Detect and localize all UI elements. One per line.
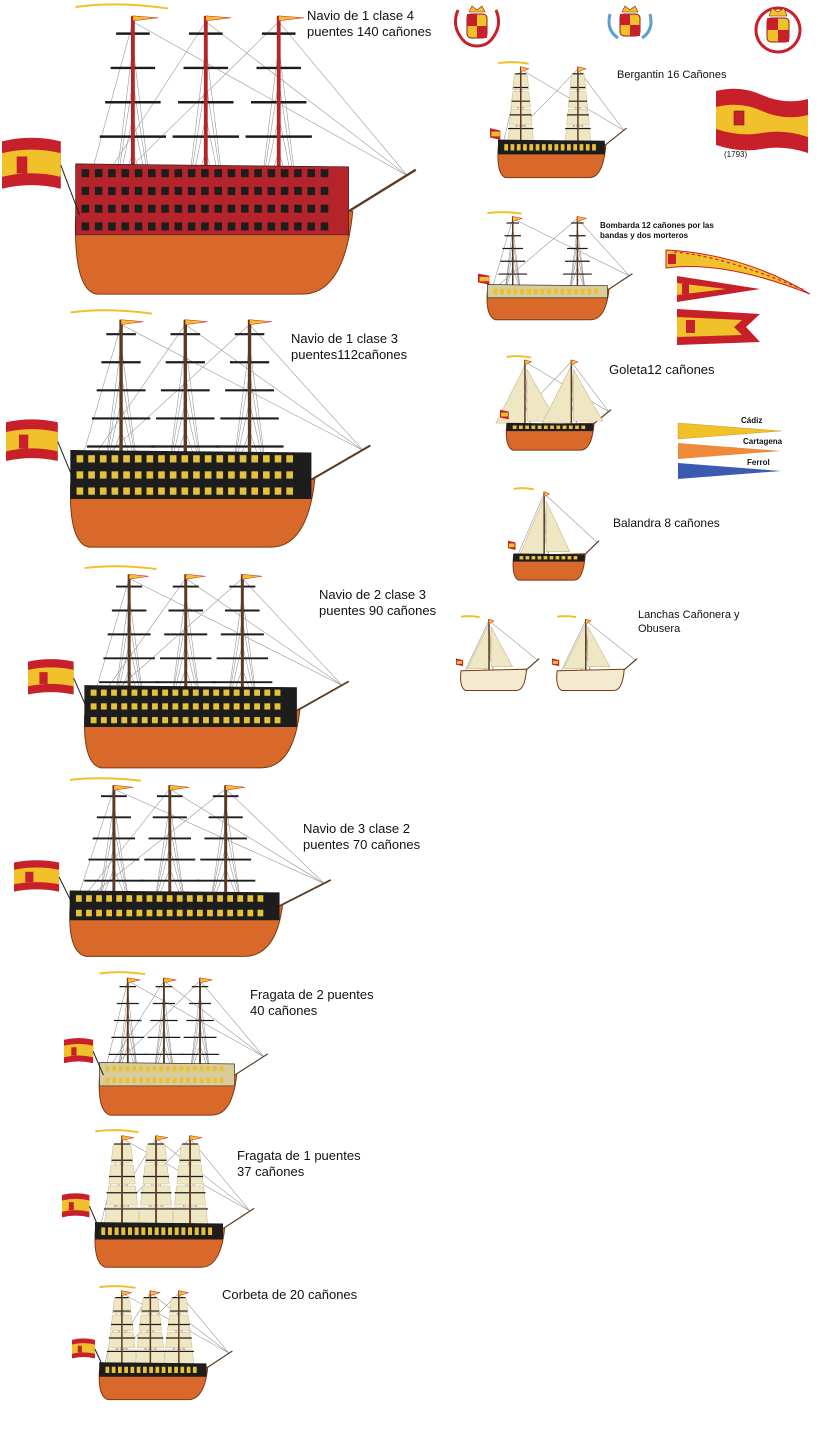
ship-icon-goleta — [495, 355, 612, 451]
spanish-flag-icon — [14, 860, 60, 892]
pennant-label-cadiz: Cádiz — [741, 416, 763, 425]
ship-icon-lanchas-2 — [552, 615, 638, 691]
ship-icon-lanchas-1 — [456, 615, 540, 691]
pennant-label-cartagena: Cartagena — [743, 437, 783, 446]
spanish-flag-icon — [64, 1037, 94, 1064]
ship-icon-fragata-2 — [64, 971, 269, 1116]
sail — [562, 623, 587, 670]
flag-year-label: (1793) — [724, 150, 748, 159]
ship-icon-fragata-1 — [62, 1129, 255, 1268]
ship-icon-bombarda — [478, 211, 633, 321]
pennant-icon — [665, 249, 811, 295]
ship-icon-balandra — [508, 487, 600, 581]
ship-icon-navio-2-3 — [28, 565, 350, 769]
ship-icon-navio-1-4 — [2, 3, 417, 295]
spanish-flag-icon — [6, 419, 58, 462]
ship-label-navio-3-2: Navio de 3 clase 2 puentes 70 cañones — [303, 821, 421, 852]
ship-label-bergantin: Bergantin 16 Cañones — [617, 69, 727, 81]
ship-label-balandra: Balandra 8 cañones — [613, 516, 720, 530]
hull — [460, 668, 528, 691]
ship-icon-navio-3-2 — [14, 777, 332, 957]
ship-label-lanchas: Lanchas Cañonera y Obusera — [638, 609, 740, 635]
coat-of-arms-icon — [754, 6, 802, 54]
sail — [519, 497, 545, 554]
ship-label-bombarda: Bombarda 12 cañones por las bandas y dos… — [600, 221, 714, 240]
hull — [556, 668, 625, 691]
coat-of-arms-icon — [453, 5, 501, 48]
ship-label-navio-2-3: Navio de 2 clase 3 puentes 90 cañones — [319, 587, 437, 618]
ship-label-fragata-2: Fragata de 2 puentes 40 cañones — [250, 987, 374, 1018]
sail — [541, 365, 572, 424]
ship-icon-corbeta — [72, 1285, 233, 1401]
pennant-label-ferrol: Ferrol — [747, 458, 770, 467]
pennant-icon — [677, 422, 782, 479]
spanish-flag-icon — [28, 659, 74, 695]
spanish-flag-icon — [62, 1193, 90, 1218]
spanish-flag-icon — [2, 137, 61, 189]
pennant-icon — [677, 276, 760, 302]
ship-icon-navio-1-3 — [6, 309, 371, 548]
ship-icon-bergantin — [490, 61, 627, 179]
ship-label-navio-1-3: Navio de 1 clase 3 puentes112cañones — [291, 331, 408, 362]
spanish-flag-icon — [72, 1338, 95, 1359]
ship-label-navio-1-4: Navio de 1 clase 4 puentes 140 cañones — [307, 8, 432, 39]
sail — [466, 623, 490, 670]
ship-label-goleta: Goleta12 cañones — [609, 362, 715, 377]
ship-label-fragata-1: Fragata de 1 puentes 37 cañones — [237, 1148, 361, 1179]
spanish-flag-icon — [716, 88, 808, 153]
spanish-flag-icon — [677, 309, 760, 345]
ship-label-corbeta: Corbeta de 20 cañones — [222, 1287, 358, 1302]
coat-of-arms-icon — [607, 5, 653, 40]
